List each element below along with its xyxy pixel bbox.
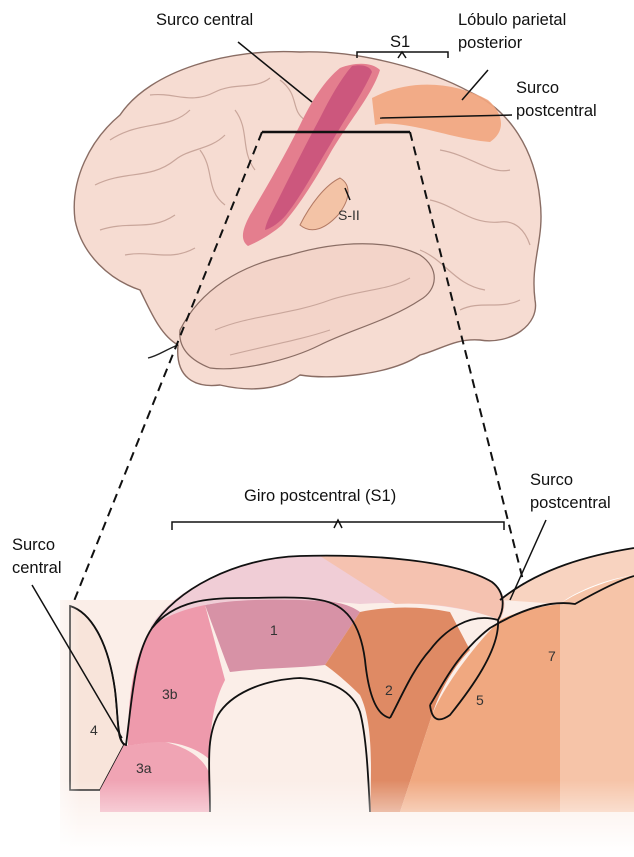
label-surco-post-bottom-line1: Surco	[530, 470, 573, 491]
cortex-cross-section	[40, 548, 634, 852]
area-4-label: 4	[90, 722, 98, 738]
label-s1-top: S1	[390, 32, 410, 53]
area-3b-label: 3b	[162, 686, 178, 702]
label-lobulo-line1: Lóbulo parietal	[458, 10, 566, 31]
area-7	[560, 575, 634, 812]
area-3a-label: 3a	[136, 760, 152, 776]
label-surco-central-bottom-line2: central	[12, 558, 62, 579]
label-giro-postcentral: Giro postcentral (S1)	[244, 486, 396, 507]
label-surco-central-bottom-line1: Surco	[12, 535, 55, 556]
label-lobulo-line2: posterior	[458, 33, 522, 54]
label-s-ii: S-II	[338, 207, 360, 225]
lateral-sulcus	[148, 345, 178, 358]
label-surco-central-top: Surco central	[156, 10, 253, 31]
brain-illustration	[74, 52, 541, 389]
area-2-label: 2	[385, 682, 393, 698]
label-surco-post-top-line2: postcentral	[516, 101, 597, 122]
label-surco-post-bottom-line2: postcentral	[530, 493, 611, 514]
label-surco-post-top-line1: Surco	[516, 78, 559, 99]
area-1-label: 1	[270, 622, 278, 638]
area-7-label: 7	[548, 648, 556, 664]
area-5-label: 5	[476, 692, 484, 708]
